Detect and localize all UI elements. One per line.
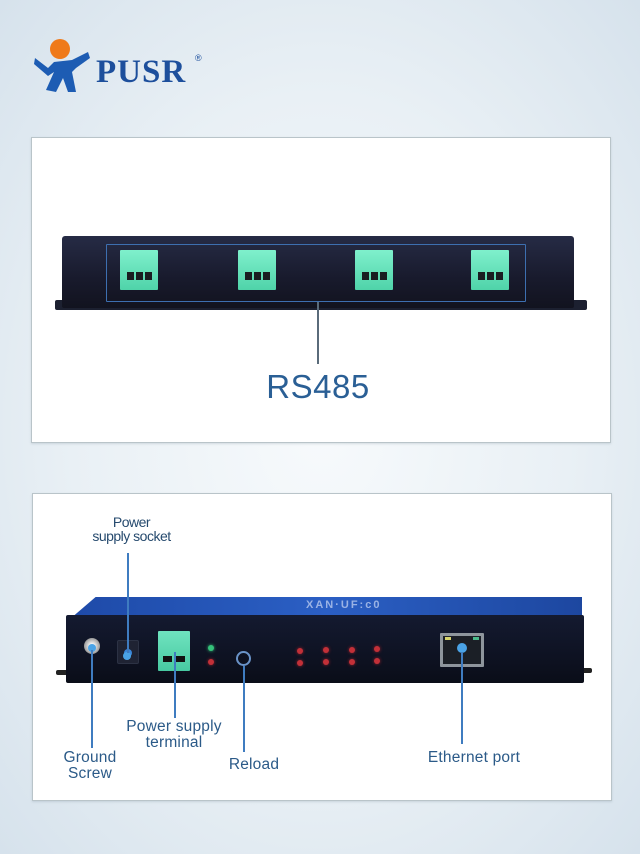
label-line: Ground [63,749,117,766]
device-flange-left [56,670,70,675]
port-led [323,659,329,665]
port-led [297,648,303,654]
port-led [374,646,380,652]
port-led [297,660,303,666]
port-led [374,658,380,664]
rs485-terminal-3 [355,250,393,290]
label-line: terminal [145,733,203,751]
label-line: Power [112,514,151,530]
ethernet-port-label: Ethernet port [427,749,521,766]
brand-name: PUSR [96,54,187,90]
device-model-text: XAN·UF:c0 [306,599,382,611]
ethernet-callout-line [461,652,463,744]
power-supply-socket-label: Power supply socket [74,515,189,543]
status-led-red [208,659,214,665]
ground-screw-label: Ground Screw [50,750,130,781]
power-led-green [208,645,214,651]
label-line: Screw [67,764,113,782]
port-led [349,647,355,653]
screw-callout-dot [88,644,96,652]
socket-callout-line [127,553,129,653]
rs485-callout-line [317,302,319,364]
reload-callout-line [243,666,245,752]
label-line: supply socket [92,528,171,544]
device-flange-right [582,668,592,673]
port-led [323,647,329,653]
socket-callout-dot [123,652,131,660]
ethernet-callout-dot [457,643,467,653]
port-led [349,659,355,665]
reload-label: Reload [228,756,280,773]
power-supply-terminal-label: Power supply terminal [113,719,235,750]
registered-mark: ® [195,53,202,63]
label-line: Power supply [126,718,222,735]
rs485-terminal-4 [471,250,509,290]
reload-button [236,651,251,666]
terminal-callout-line [174,652,176,718]
rs485-terminal-2 [238,250,276,290]
person-logo-icon [34,39,90,92]
device-top-cover [70,597,582,619]
screw-callout-line [91,650,93,748]
rs485-highlight-frame [106,244,526,302]
rs485-terminal-1 [120,250,158,290]
rs485-label: RS485 [266,368,370,405]
pusr-logo: PUSR ® [32,38,212,96]
